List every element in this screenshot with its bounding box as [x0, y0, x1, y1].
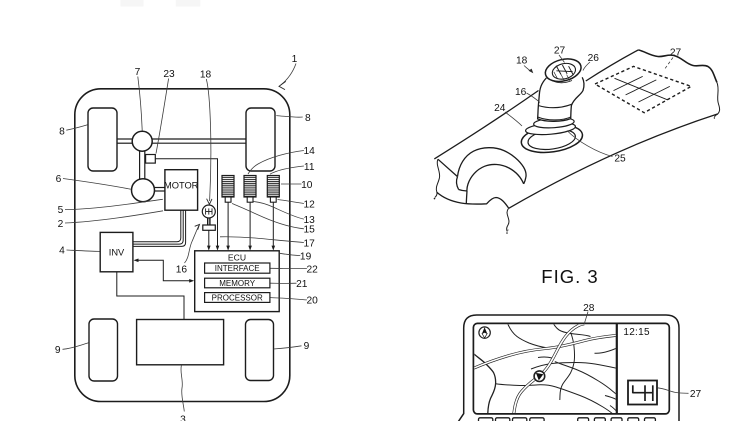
svg-text:PROCESSOR: PROCESSOR — [212, 294, 263, 303]
svg-text:21: 21 — [296, 279, 308, 290]
svg-text:27: 27 — [670, 48, 682, 59]
svg-text:11: 11 — [304, 162, 315, 173]
svg-text:8: 8 — [59, 126, 65, 137]
svg-text:17: 17 — [304, 238, 316, 249]
svg-text:7: 7 — [135, 67, 141, 78]
svg-text:5: 5 — [58, 205, 64, 216]
svg-text:MOTOR: MOTOR — [164, 180, 199, 190]
svg-text:18: 18 — [516, 56, 528, 67]
svg-text:18: 18 — [200, 69, 212, 80]
svg-text:16: 16 — [176, 264, 188, 275]
svg-text:13: 13 — [304, 215, 316, 226]
svg-text:27: 27 — [554, 46, 566, 57]
svg-text:28: 28 — [583, 303, 595, 314]
svg-text:24: 24 — [494, 103, 506, 114]
svg-text:INTERFACE: INTERFACE — [215, 264, 260, 273]
svg-text:27: 27 — [690, 389, 702, 400]
svg-text:2: 2 — [58, 219, 64, 230]
svg-text:12:15: 12:15 — [623, 327, 650, 338]
svg-text:8: 8 — [305, 113, 311, 124]
svg-text:MEMORY: MEMORY — [219, 279, 256, 288]
svg-text:INV: INV — [109, 247, 125, 257]
svg-text:3: 3 — [180, 415, 186, 421]
svg-text:14: 14 — [304, 146, 316, 157]
svg-text:16: 16 — [515, 87, 527, 98]
svg-text:22: 22 — [307, 264, 319, 275]
svg-text:12: 12 — [304, 199, 316, 210]
svg-text:4: 4 — [59, 246, 65, 257]
svg-text:FIG. 3: FIG. 3 — [541, 266, 598, 287]
svg-text:19: 19 — [300, 251, 312, 262]
svg-text:23: 23 — [163, 69, 175, 80]
svg-text:10: 10 — [301, 180, 313, 191]
svg-text:9: 9 — [55, 345, 61, 356]
svg-text:ECU: ECU — [228, 252, 246, 262]
svg-text:20: 20 — [307, 296, 319, 307]
svg-text:15: 15 — [304, 225, 316, 236]
svg-text:6: 6 — [56, 174, 62, 185]
svg-text:25: 25 — [614, 153, 626, 164]
svg-text:1: 1 — [292, 54, 298, 65]
svg-text:9: 9 — [304, 341, 310, 352]
svg-text:26: 26 — [588, 53, 600, 64]
